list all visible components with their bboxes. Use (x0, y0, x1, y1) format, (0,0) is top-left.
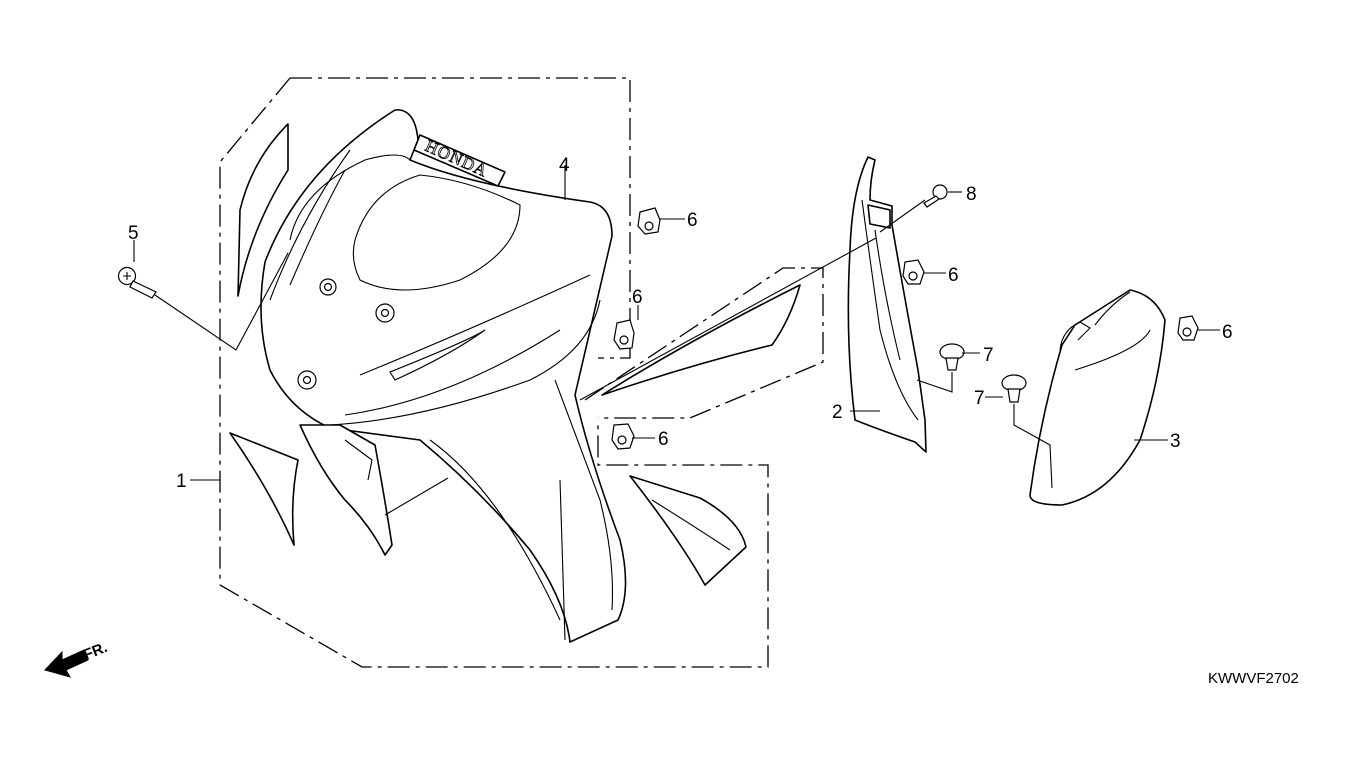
front-cover-part-1: HONDA (260, 109, 627, 643)
assembly-boundary (219, 77, 824, 668)
diagram-code: KWWVF2702 (1208, 670, 1299, 687)
front-direction-indicator: FR. (44, 639, 110, 678)
inner-panel-part-2 (847, 156, 927, 453)
callout-6-c: 6 (658, 429, 669, 450)
callout-6-d: 6 (948, 265, 959, 286)
callout-6-b: 6 (632, 287, 643, 308)
front-arrow-icon (44, 649, 89, 678)
callout-2: 2 (832, 402, 843, 423)
screw-part-8 (923, 184, 948, 208)
leader-lines (133, 165, 1220, 641)
callout-6-a: 6 (687, 210, 698, 231)
front-direction-label: FR. (81, 639, 110, 664)
callout-7-b: 7 (974, 388, 985, 409)
clip-nut-parts-6 (611, 207, 1199, 450)
trim-clip-parts-7 (939, 343, 1027, 403)
callout-5: 5 (128, 223, 139, 244)
callout-1: 1 (176, 471, 187, 492)
screw-part-5 (117, 266, 157, 299)
callout-6-e: 6 (1222, 322, 1233, 343)
side-cover-part-3 (1029, 289, 1166, 506)
callout-3: 3 (1170, 431, 1181, 452)
callout-7-a: 7 (983, 345, 994, 366)
callout-4: 4 (559, 155, 570, 176)
stripe-decals (229, 123, 801, 586)
callout-labels: 5 4 1 6 6 6 6 6 8 7 7 2 3 (128, 155, 1233, 492)
callout-8: 8 (966, 184, 977, 205)
